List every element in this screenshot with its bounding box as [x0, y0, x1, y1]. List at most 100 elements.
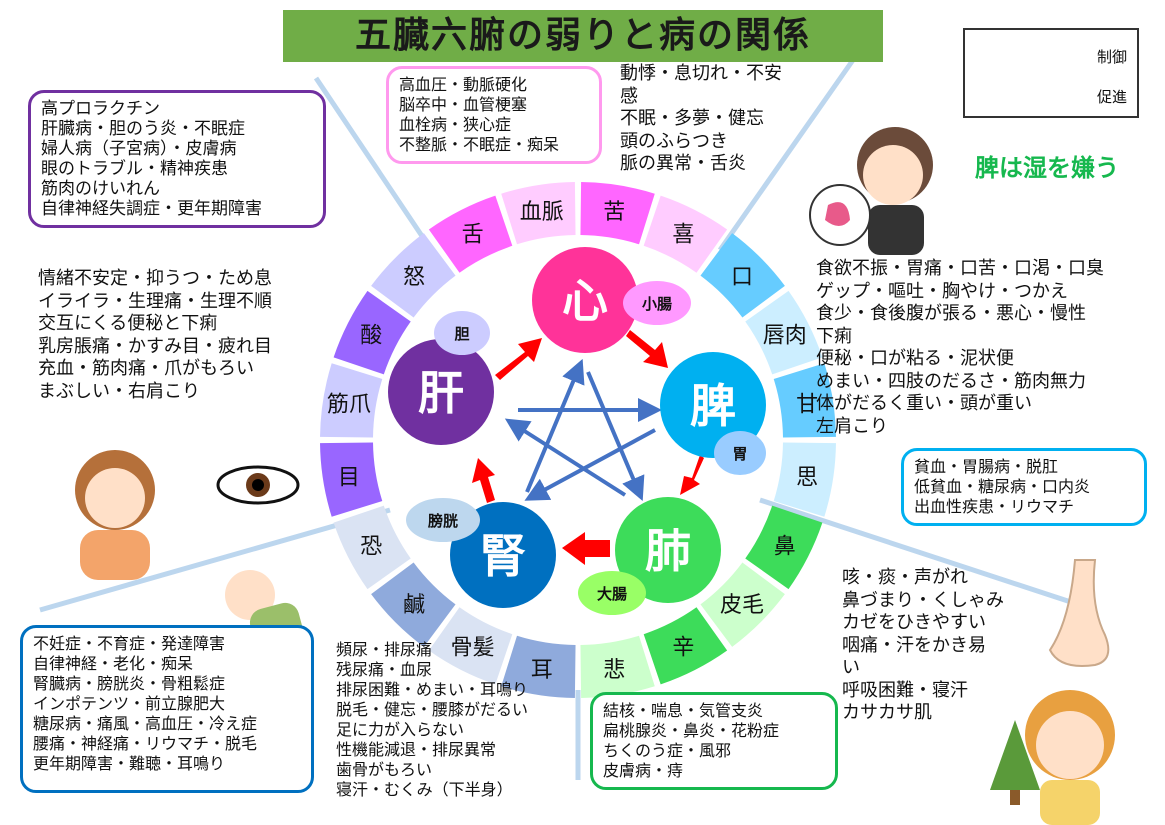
list-line: 頻尿・排尿痛	[336, 640, 433, 659]
cycle-arrows	[472, 330, 704, 565]
ring-label: 思	[796, 465, 818, 490]
ring-segment	[643, 195, 728, 273]
list-line: まぶしい・右肩こり	[38, 380, 200, 402]
promote-arrow-lung-kidney	[562, 532, 610, 565]
list-line: 充血・筋肉痛・爪がもろい	[38, 358, 254, 379]
list-line: 頭のふらつき	[620, 130, 728, 152]
pointer-line-liver	[313, 76, 433, 250]
legend: 制御 促進	[963, 28, 1139, 118]
list-line: 動悸・息切れ・不安	[620, 63, 782, 84]
ring-segment	[580, 182, 655, 245]
ring-label: 舌	[462, 222, 484, 247]
list-line: 足に力が入らない	[336, 720, 465, 739]
ring-label: 口	[731, 265, 753, 290]
woman-stomachache-illustration	[809, 127, 933, 255]
tree-icon	[990, 720, 1040, 790]
list-line: 不整脈・不眠症・痴呆	[399, 135, 560, 154]
ring-segment	[333, 505, 411, 590]
promote-arrow-heart-spleen	[626, 330, 668, 368]
bowel-circle	[623, 281, 691, 325]
ring-segment	[773, 442, 836, 517]
ring-segment	[333, 290, 411, 375]
list-line: 体がだるく重い・頭が重い	[816, 393, 1032, 414]
list-line: カサカサ肌	[842, 702, 932, 723]
organ-label: 脾	[690, 379, 736, 433]
control-arrow-heart-lung	[586, 371, 645, 502]
list-line: めまい・四肢のだるさ・筋肉無力	[816, 370, 1086, 392]
ring-segment	[501, 182, 576, 245]
list-line: 脱毛・健忘・腰膝がだるい	[336, 700, 529, 719]
pointer-line-heart	[717, 48, 863, 252]
organ-circle	[532, 247, 638, 353]
lung-disease-box: 結核・喘息・気管支炎扁桃腺炎・鼻炎・花粉症ちくのう症・風邪皮膚病・痔	[590, 692, 838, 790]
ring-label: 辛	[672, 636, 694, 661]
list-line: 低貧血・糖尿病・口内炎	[914, 477, 1091, 496]
control-arrow-kidney-heart	[525, 358, 585, 493]
ring-label: 皮毛	[720, 593, 764, 618]
ring-segment	[700, 562, 785, 647]
ring-segment	[745, 505, 823, 590]
control-arrow-lung-liver	[504, 418, 627, 497]
organ-circle	[388, 339, 494, 445]
list-line: 自律神経・老化・痴呆	[33, 654, 194, 673]
list-line: 糖尿病・痛風・高血圧・冷え症	[33, 714, 258, 733]
control-arrow-spleen-kidney	[524, 428, 656, 501]
spleen-note: 脾は湿を嫌う	[975, 154, 1119, 182]
list-line: 脳卒中・血管梗塞	[399, 95, 528, 114]
bowel-label: 大腸	[597, 585, 627, 603]
list-line: 下痢	[816, 325, 852, 347]
list-line: インポテンツ・前立腺肥大	[33, 694, 226, 713]
bowel-label: 膀胱	[428, 512, 458, 530]
ring-segment	[428, 195, 513, 273]
ring-segment	[745, 290, 823, 375]
ring-label: 血脈	[520, 200, 564, 225]
pointer-line-kidney	[39, 507, 391, 613]
ring-label: 耳	[531, 658, 553, 683]
list-line: 不眠・多夢・健忘	[620, 108, 764, 129]
promote-arrow-liver-heart	[495, 338, 542, 380]
spleen-symptoms: 食欲不振・胃痛・口苦・口渇・口臭ゲップ・嘔吐・胸やけ・つかえ食少・食後腹が張る・…	[816, 258, 1104, 438]
legend-inhibit-label: 制御	[1097, 48, 1128, 66]
ring-segment	[320, 442, 383, 517]
eye-illustration	[216, 465, 300, 505]
ring-label: 怒	[403, 265, 425, 290]
ring-label: 骨髪	[451, 636, 495, 661]
ring-segment	[501, 635, 576, 698]
ring-label: 悲	[603, 658, 625, 683]
heart-symptoms: 動悸・息切れ・不安感不眠・多夢・健忘頭のふらつき脈の異常・舌炎	[620, 63, 782, 176]
list-line: 咳・痰・声がれ	[842, 567, 968, 588]
bowel-circle	[434, 311, 490, 355]
list-line: 性機能減退・排尿異常	[336, 740, 497, 759]
ring-label: 鹹	[403, 593, 425, 618]
list-line: い	[842, 657, 860, 678]
ring-segment	[371, 233, 456, 318]
list-line: 不妊症・不育症・発達障害	[33, 634, 226, 653]
list-line: 便秘・口が粘る・泥状便	[816, 348, 1014, 369]
list-line: 左肩こり	[816, 415, 888, 437]
promote-arrow-kidney-liver	[472, 458, 495, 503]
list-line: 歯骨がもろい	[336, 760, 433, 779]
list-line: 皮膚病・痔	[603, 761, 684, 780]
nose-illustration	[1048, 559, 1110, 667]
list-line: 呼吸困難・寝汗	[842, 679, 968, 701]
ring-label: 目	[338, 465, 360, 490]
ring-segment	[643, 607, 728, 685]
list-line: イライラ・生理痛・生理不順	[38, 290, 272, 312]
list-line: ゲップ・嘔吐・胸やけ・つかえ	[816, 280, 1068, 302]
list-line: 高血圧・動脈硬化	[399, 75, 528, 94]
list-line: 脈の異常・舌炎	[620, 153, 746, 174]
legend-promote-label: 促進	[1097, 88, 1128, 106]
ring-label: 鼻	[774, 534, 796, 559]
organ-label: 心	[562, 274, 608, 328]
organ-label: 腎	[480, 529, 526, 583]
organ-label: 肝	[418, 366, 464, 420]
kidney-disease-box: 不妊症・不育症・発達障害自律神経・老化・痴呆腎臓病・膀胱炎・骨粗鬆症インポテンツ…	[20, 625, 314, 793]
ring-label: 恐	[360, 534, 382, 559]
liver-symptoms: 情緒不安定・抑うつ・ため息イライラ・生理痛・生理不順交互にくる便秘と下痢乳房脹痛…	[38, 268, 272, 403]
list-line: 腎臓病・膀胱炎・骨粗鬆症	[33, 674, 226, 693]
list-line: 扁桃腺炎・鼻炎・花粉症	[603, 721, 780, 740]
list-line: 情緒不安定・抑うつ・ため息	[38, 268, 272, 289]
woman-headache-illustration	[75, 450, 155, 580]
